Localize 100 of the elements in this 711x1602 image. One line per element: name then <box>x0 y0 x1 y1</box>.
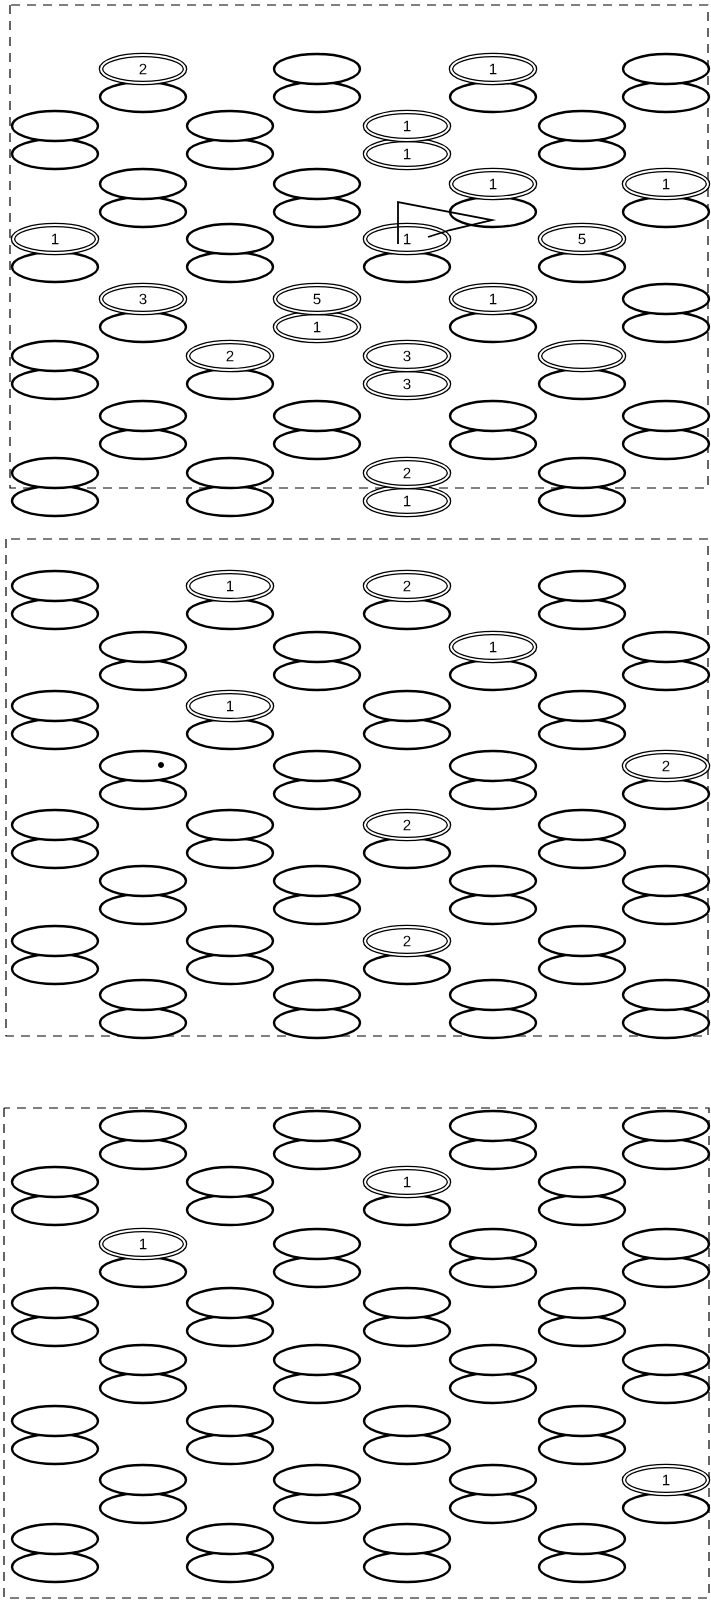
ellipse <box>98 427 188 461</box>
ellipse <box>621 630 711 664</box>
ellipse <box>185 1193 275 1227</box>
ellipse <box>10 569 100 603</box>
ellipse <box>185 137 275 171</box>
ellipse <box>537 1432 627 1466</box>
ellipse <box>362 1522 452 1556</box>
ellipse <box>98 630 188 664</box>
ellipse <box>537 689 627 723</box>
ellipse <box>10 484 100 518</box>
ellipse <box>537 250 627 284</box>
ellipse <box>98 749 188 783</box>
ellipse <box>98 1463 188 1497</box>
ellipse <box>448 749 538 783</box>
ellipse <box>448 1371 538 1405</box>
ellipse <box>10 924 100 958</box>
ellipse <box>537 808 627 842</box>
node-label: 2 <box>662 760 670 772</box>
ellipse <box>98 399 188 433</box>
ellipse <box>362 1404 452 1438</box>
ellipse <box>10 1286 100 1320</box>
ellipse <box>448 777 538 811</box>
ellipse <box>185 1314 275 1348</box>
ellipse <box>98 80 188 114</box>
ellipse <box>362 717 452 751</box>
ellipse <box>10 952 100 986</box>
ellipse <box>98 195 188 229</box>
ellipse <box>185 484 275 518</box>
ellipse <box>272 777 362 811</box>
ellipse <box>621 195 711 229</box>
ellipse <box>98 892 188 926</box>
ellipse <box>537 836 627 870</box>
ellipse <box>10 250 100 284</box>
ellipse <box>448 1006 538 1040</box>
ellipse <box>185 456 275 490</box>
ellipse <box>185 1432 275 1466</box>
ellipse <box>272 80 362 114</box>
ellipse <box>10 597 100 631</box>
ellipse <box>621 1343 711 1377</box>
ellipse <box>10 1193 100 1227</box>
ellipse <box>537 484 627 518</box>
ellipse <box>185 1522 275 1556</box>
ellipse <box>185 1404 275 1438</box>
ellipse <box>185 367 275 401</box>
ellipse <box>98 864 188 898</box>
ellipse <box>10 717 100 751</box>
ellipse <box>272 1006 362 1040</box>
ellipse <box>362 689 452 723</box>
ellipse <box>448 1463 538 1497</box>
ellipse <box>272 1109 362 1143</box>
ellipse <box>537 924 627 958</box>
ellipse <box>537 1286 627 1320</box>
ellipse <box>537 367 627 401</box>
ellipse <box>272 52 362 86</box>
ellipse <box>537 1314 627 1348</box>
ellipse <box>98 777 188 811</box>
ellipse <box>621 427 711 461</box>
ellipse <box>272 658 362 692</box>
ellipse <box>272 978 362 1012</box>
ellipse <box>621 978 711 1012</box>
ellipse <box>448 80 538 114</box>
ellipse <box>448 1491 538 1525</box>
ellipse <box>621 777 711 811</box>
ellipse <box>98 1255 188 1289</box>
ellipse <box>98 1491 188 1525</box>
ellipse <box>448 310 538 344</box>
ellipse <box>272 1491 362 1525</box>
ellipse <box>621 1227 711 1261</box>
ellipse <box>621 658 711 692</box>
ellipse <box>621 1006 711 1040</box>
ellipse <box>10 367 100 401</box>
ellipse <box>621 1255 711 1289</box>
ellipse <box>272 195 362 229</box>
ellipse <box>448 427 538 461</box>
ellipse <box>537 1193 627 1227</box>
ellipse <box>98 658 188 692</box>
ellipse <box>448 1109 538 1143</box>
ellipse <box>621 892 711 926</box>
ellipse <box>10 1522 100 1556</box>
ellipse <box>10 1404 100 1438</box>
ellipse <box>362 1286 452 1320</box>
ellipse <box>272 1227 362 1261</box>
ellipse <box>98 1109 188 1143</box>
ellipse <box>272 167 362 201</box>
ellipse <box>621 1137 711 1171</box>
ellipse <box>537 1165 627 1199</box>
ellipse <box>537 1522 627 1556</box>
ellipse <box>448 1227 538 1261</box>
ellipse <box>185 222 275 256</box>
ellipse <box>185 952 275 986</box>
ellipse <box>185 250 275 284</box>
ellipse <box>10 1314 100 1348</box>
ellipse <box>272 1343 362 1377</box>
ellipse <box>621 310 711 344</box>
ellipse <box>621 1491 711 1525</box>
ellipse <box>185 1286 275 1320</box>
ringed-ellipse <box>537 339 627 373</box>
ellipse <box>98 1006 188 1040</box>
ellipse <box>98 978 188 1012</box>
ellipse <box>621 399 711 433</box>
